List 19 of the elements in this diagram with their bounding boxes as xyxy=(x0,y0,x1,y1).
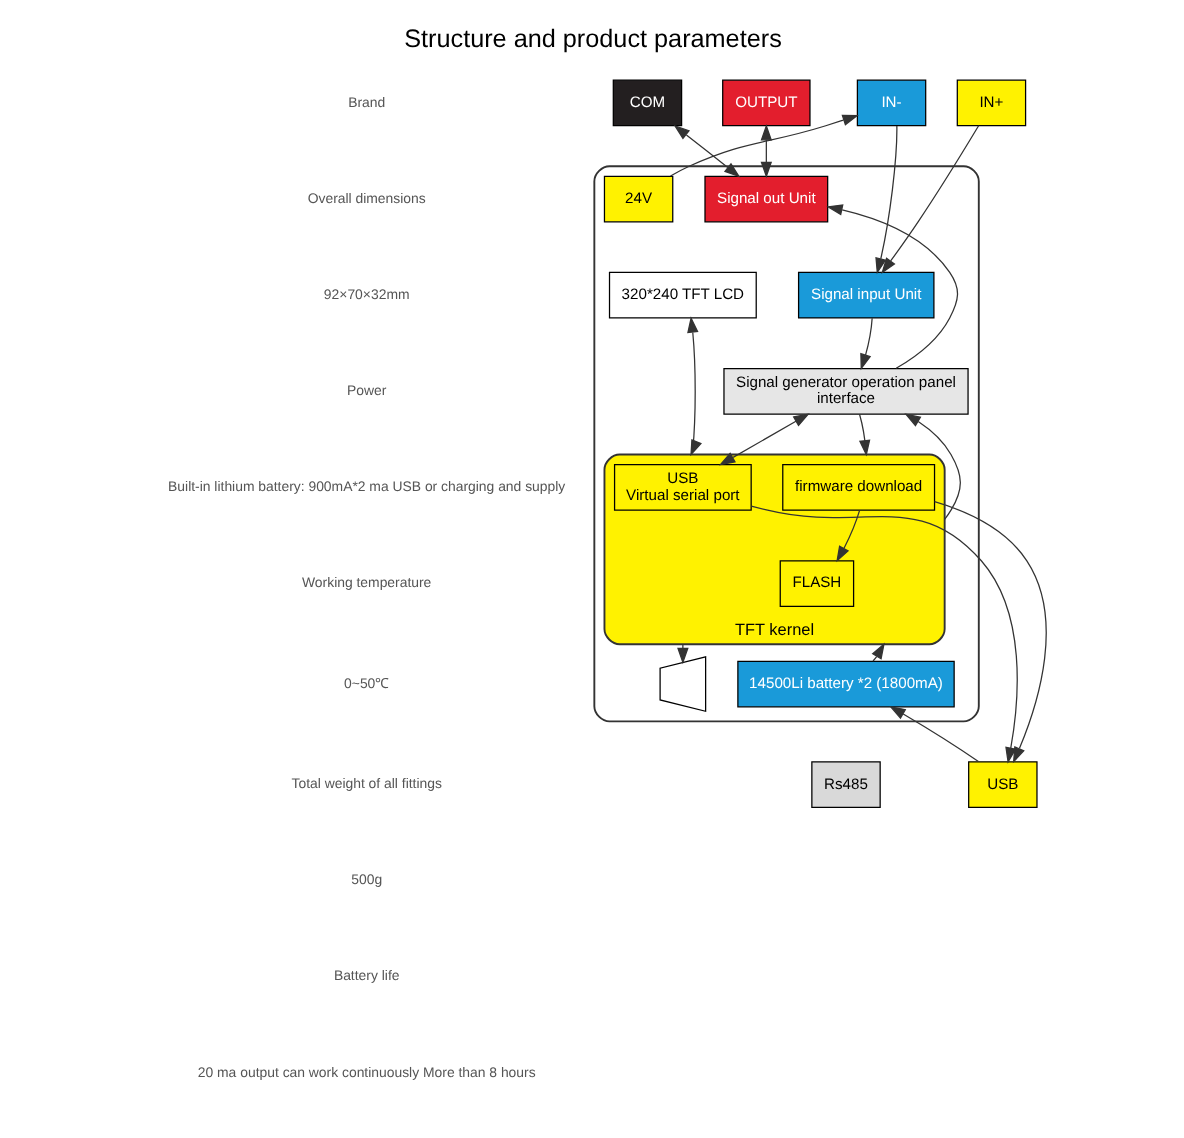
arrow xyxy=(749,505,1017,764)
arrow xyxy=(686,316,701,457)
node-speaker xyxy=(658,656,706,713)
arrow xyxy=(903,413,960,521)
arrow xyxy=(888,705,979,763)
arrow xyxy=(676,643,688,665)
arrow xyxy=(717,413,809,466)
arrow xyxy=(859,317,872,371)
arrow xyxy=(672,124,740,178)
arrow xyxy=(870,642,884,662)
arrow xyxy=(932,501,1046,764)
arrow xyxy=(825,204,958,369)
diagram-title: Structure and product parameters xyxy=(403,25,781,54)
arrow xyxy=(835,509,860,563)
arrow xyxy=(759,124,772,179)
arrow xyxy=(857,413,870,457)
arrow xyxy=(668,114,858,177)
arrow xyxy=(874,125,897,275)
arrow xyxy=(880,125,979,274)
